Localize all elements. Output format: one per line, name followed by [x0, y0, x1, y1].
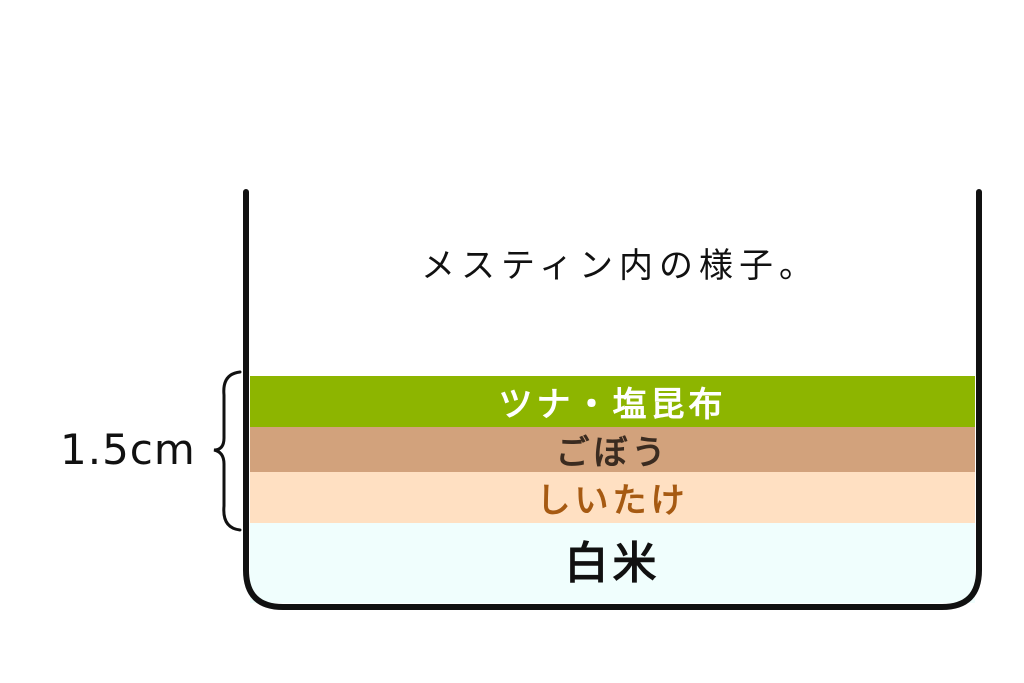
- layer-rice-label: 白米: [564, 538, 661, 589]
- measurement-label: 1.5cm: [60, 425, 196, 474]
- measurement-brace: [213, 370, 242, 532]
- layer-shiitake: しいたけ: [250, 472, 975, 523]
- layer-shiitake-label: しいたけ: [536, 481, 689, 521]
- layer-gobou-label: ごぼう: [555, 433, 670, 473]
- layer-tuna-kombu: ツナ・塩昆布: [250, 376, 975, 427]
- container-wall: [243, 189, 982, 610]
- diagram-caption: メスティン内の様子。: [421, 246, 819, 286]
- layer-gobou: ごぼう: [250, 427, 975, 473]
- layer-tuna-kombu-label: ツナ・塩昆布: [498, 385, 727, 425]
- layer-rice: 白米: [250, 523, 975, 603]
